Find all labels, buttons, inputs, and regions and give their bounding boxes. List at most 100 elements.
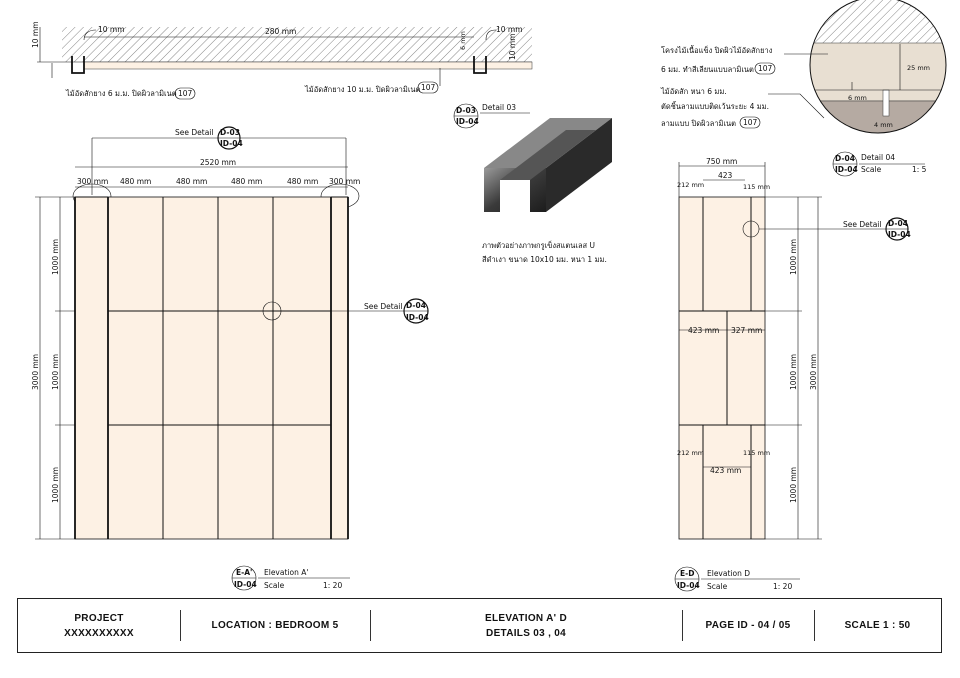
dim-2520: 2520 mm: [200, 158, 236, 167]
note-right-tag: 107: [421, 83, 436, 92]
see-detail-d03-top: D-03: [220, 128, 240, 137]
dim-212-low: 212 mm: [677, 449, 704, 457]
detail-03-block: D-03 ID-04 Detail 03 ภาพตัวอย่างภาพกรูเข…: [453, 103, 612, 264]
note-left-tag: 107: [178, 89, 193, 98]
elevation-d-tag-top: E-D: [680, 569, 694, 578]
note2-line3: ลามแบบ ปิดผิวลามิเนต: [661, 119, 736, 128]
detail-04-gap: [882, 89, 890, 117]
laminate-board-strip: [83, 61, 475, 70]
u-channel-left: [71, 56, 85, 74]
elevation-d-wall: [678, 196, 766, 540]
note2-line2: ตัดชิ้นลามแบบติดเว้นระยะ 4 มม.: [661, 101, 769, 111]
elevation-a: See Detail D-03 ID-04 2520 mm 300 mm 480…: [31, 126, 429, 591]
note-left-thai: ไม้อัดสักยาง 6 ม.ม. ปิดผิวลามิเนต: [65, 89, 177, 98]
page-id: PAGE ID - 04 / 05: [705, 620, 791, 631]
dim-col-1: 300 mm: [77, 177, 108, 186]
detail-03-caption-2: สีดำเงา ขนาด 10x10 มม. หนา 1 มม.: [482, 255, 607, 264]
title-block-scale: SCALE 1 : 50: [814, 599, 941, 652]
d-see-detail-top: D-04: [888, 219, 908, 228]
elevation-a-scale-label: Scale: [264, 581, 285, 590]
d-dim-row3: 1000 mm: [789, 467, 798, 503]
dim-col-5: 480 mm: [287, 177, 318, 186]
u-channel-inner-face: [500, 130, 596, 180]
sheet-title-line1: ELEVATION A' D: [485, 612, 567, 624]
note2-leader: [768, 93, 825, 119]
title-block: PROJECT XXXXXXXXXX LOCATION : BEDROOM 5 …: [17, 598, 942, 653]
title-block-project: PROJECT XXXXXXXXXX: [18, 599, 180, 652]
title-block-location: LOCATION : BEDROOM 5: [180, 599, 370, 652]
dim-423-mid: 423 mm: [688, 326, 719, 335]
see-detail-d04-label-a: See Detail: [364, 302, 402, 311]
project-label: PROJECT: [74, 612, 124, 624]
detail-04-scale-label: Scale: [861, 165, 882, 174]
d-see-detail-bottom: ID-04: [888, 230, 911, 239]
sheet-scale: SCALE 1 : 50: [844, 620, 911, 631]
elevation-a-tag-bottom: ID-04: [234, 580, 257, 589]
elevation-d-tag-bottom: ID-04: [677, 581, 700, 590]
elevation-a-title: Elevation A': [264, 568, 308, 577]
detail-04-block: 25 mm 6 mm 4 mm โครงไม้เนื้อแข็ง ปิดผิวไ…: [660, 0, 947, 177]
dim-10mm-right-b: 10 mm: [508, 33, 517, 60]
note2-tag-oval: [739, 116, 761, 129]
dim-col-3: 480 mm: [176, 177, 207, 186]
title-block-sheet: ELEVATION A' D DETAILS 03 , 04: [370, 599, 682, 652]
leader-arc-left: [83, 29, 97, 41]
sheet-title-line2: DETAILS 03 , 04: [486, 627, 566, 639]
dim-423-top: 423: [718, 171, 733, 180]
detail-03-title: Detail 03: [482, 103, 516, 112]
detail-04-circle: [809, 0, 947, 134]
see-detail-d03-bottom: ID-04: [220, 139, 243, 148]
note1-line2: 6 มม. ทำสีเลียนแบบลามิเนต: [661, 65, 754, 74]
location-text: LOCATION : BEDROOM 5: [211, 620, 339, 631]
elevation-d: 750 mm 423 212 mm 115 mm 423 mm 327 mm 2…: [674, 157, 911, 592]
dim-115-low: 115 mm: [743, 449, 770, 457]
elevation-a-scale-value: 1: 20: [323, 581, 342, 590]
d-dim-3000: 3000 mm: [809, 354, 818, 390]
dim-col-4: 480 mm: [231, 177, 262, 186]
dim-3000-a: 3000 mm: [31, 354, 40, 390]
elevation-a-wall: [74, 196, 349, 540]
project-value: XXXXXXXXXX: [64, 627, 134, 639]
detail-04-tag-top: D-04: [835, 154, 855, 163]
dim-4mm-detail: 4 mm: [874, 121, 893, 129]
leader-arc-right: [485, 29, 497, 41]
d-dim-row1: 1000 mm: [789, 239, 798, 275]
detail-04-title: Detail 04: [861, 153, 895, 162]
note2-tag: 107: [743, 118, 758, 127]
note2-line1: ไม้อัดสัก หนา 6 มม.: [660, 87, 727, 96]
dim-212-top: 212 mm: [677, 181, 704, 189]
detail-04-tag-bottom: ID-04: [835, 165, 858, 174]
note-right-thai: ไม้อัดสักยาง 10 ม.ม. ปิดผิวลามิเนต: [304, 85, 421, 94]
u-channel-side-face: [546, 118, 612, 212]
elevation-d-scale-label: Scale: [707, 582, 728, 591]
detail-04-frame-layer: [810, 42, 946, 102]
detail-04-hatch: [810, 0, 946, 43]
detail-04-scale-value: 1: 5: [912, 165, 927, 174]
tag-oval-left: [174, 87, 196, 100]
dim-750: 750 mm: [706, 157, 737, 166]
dim-row2-a: 1000 mm: [51, 354, 60, 390]
title-block-page: PAGE ID - 04 / 05: [682, 599, 814, 652]
detail-03-caption-1: ภาพตัวอย่างภาพกรูเข็งสแตนเลส U: [482, 240, 595, 250]
detail-03-tag-top: D-03: [456, 106, 476, 115]
dim-423-low: 423 mm: [710, 466, 741, 475]
dim-row3-a: 1000 mm: [51, 467, 60, 503]
dim-6mm-detail: 6 mm: [848, 94, 867, 102]
note1-tag-oval: [754, 62, 776, 75]
hatched-slab: [62, 27, 532, 62]
u-channel-photo: [484, 118, 612, 212]
note1-line1: โครงไม้เนื้อแข็ง ปิดผิวไม้อัดสักยาง: [661, 45, 773, 55]
dim-10mm-left: 10 mm: [31, 21, 40, 48]
d-dim-row2: 1000 mm: [789, 354, 798, 390]
u-channel-right: [473, 56, 487, 74]
dim-25mm: 25 mm: [907, 64, 930, 72]
see-detail-d04-top-a: D-04: [406, 301, 426, 310]
elevation-a-tag-top: E-A': [236, 568, 252, 577]
detail-03-tag-bottom: ID-04: [456, 117, 479, 126]
see-detail-d04-bottom-a: ID-04: [406, 313, 429, 322]
elevation-d-title: Elevation D: [707, 569, 750, 578]
dim-row1-a: 1000 mm: [51, 239, 60, 275]
dim-115-top: 115 mm: [743, 183, 770, 191]
tag-oval-right: [417, 81, 439, 94]
